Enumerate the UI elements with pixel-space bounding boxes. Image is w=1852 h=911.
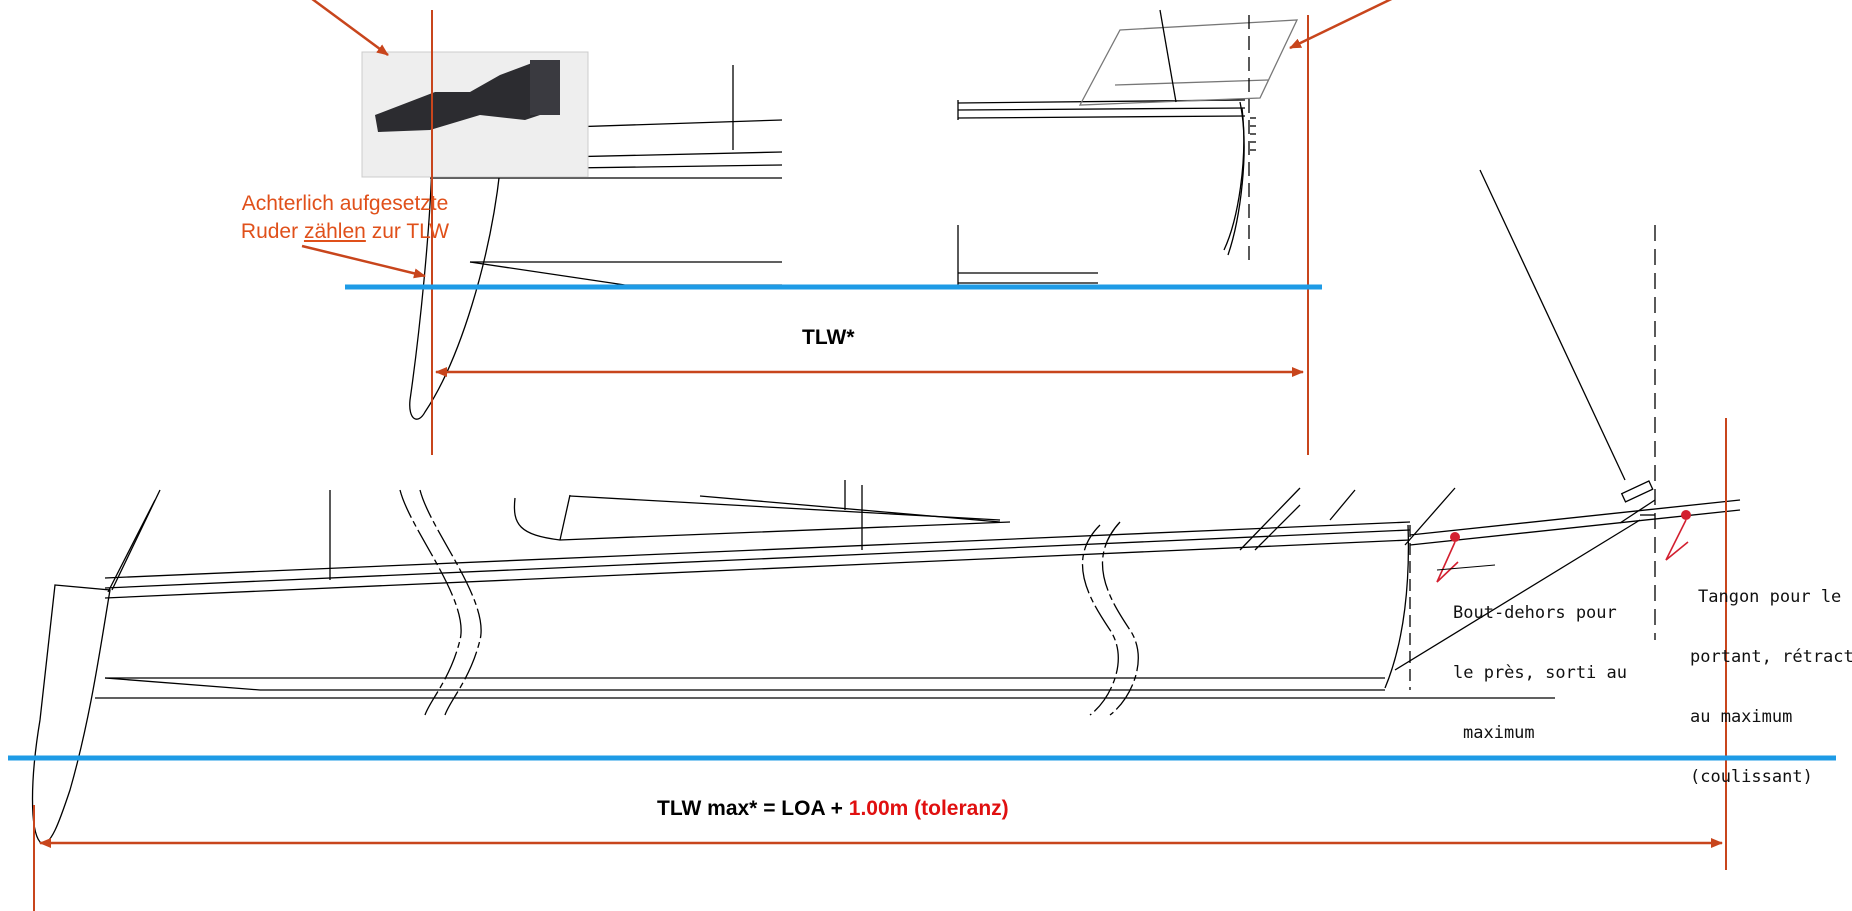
rudder-note: Achterlich aufgesetzte Ruder zählen zur … (190, 190, 500, 246)
motor-leader-arrow (311, 0, 389, 57)
rudder-note-underlined: zählen (303, 220, 366, 243)
tangon-marker (1665, 510, 1691, 561)
outboard-motor-photo (361, 51, 589, 178)
rudder-note-rest: zur TLW (371, 220, 450, 243)
tangon-note-line4: (coulissant) (1690, 767, 1813, 787)
bowsprit-leader (1436, 564, 1496, 571)
bowsprit-note: Bout-dehors pour le près, sorti au maxim… (1453, 563, 1627, 763)
tlw-max-tolerance: 1.00m (toleranz) (848, 797, 1009, 820)
tlw-label: TLW* (802, 326, 855, 349)
tangon-note-line1: Tangon pour le (1698, 587, 1842, 607)
tlw-max-label: TLW max* = LOA + 1.00m (toleranz) (657, 797, 1009, 821)
tangon-note: Tangon pour le portant, rétracté au maxi… (1690, 547, 1852, 807)
top-boat-drawing (409, 9, 1299, 420)
sail-leader-arrow (1289, 0, 1393, 50)
rudder-note-line1: Achterlich aufgesetzte (241, 192, 449, 215)
bowsprit-note-line3: maximum (1463, 723, 1535, 743)
rudder-note-word: Ruder (240, 220, 299, 243)
tlw-max-prefix: TLW max* = LOA + (657, 797, 843, 820)
rudder-leader-arrow (301, 244, 426, 279)
bowsprit-note-line2: le près, sorti au (1453, 663, 1627, 683)
tangon-note-line2: portant, rétracté (1690, 647, 1852, 667)
bowsprit-note-line1: Bout-dehors pour (1453, 603, 1617, 623)
tangon-note-line3: au maximum (1690, 707, 1793, 727)
bottom-boat-drawing (31, 169, 1741, 844)
rudder-note-line2: Ruder zählen zur TLW (190, 218, 500, 246)
